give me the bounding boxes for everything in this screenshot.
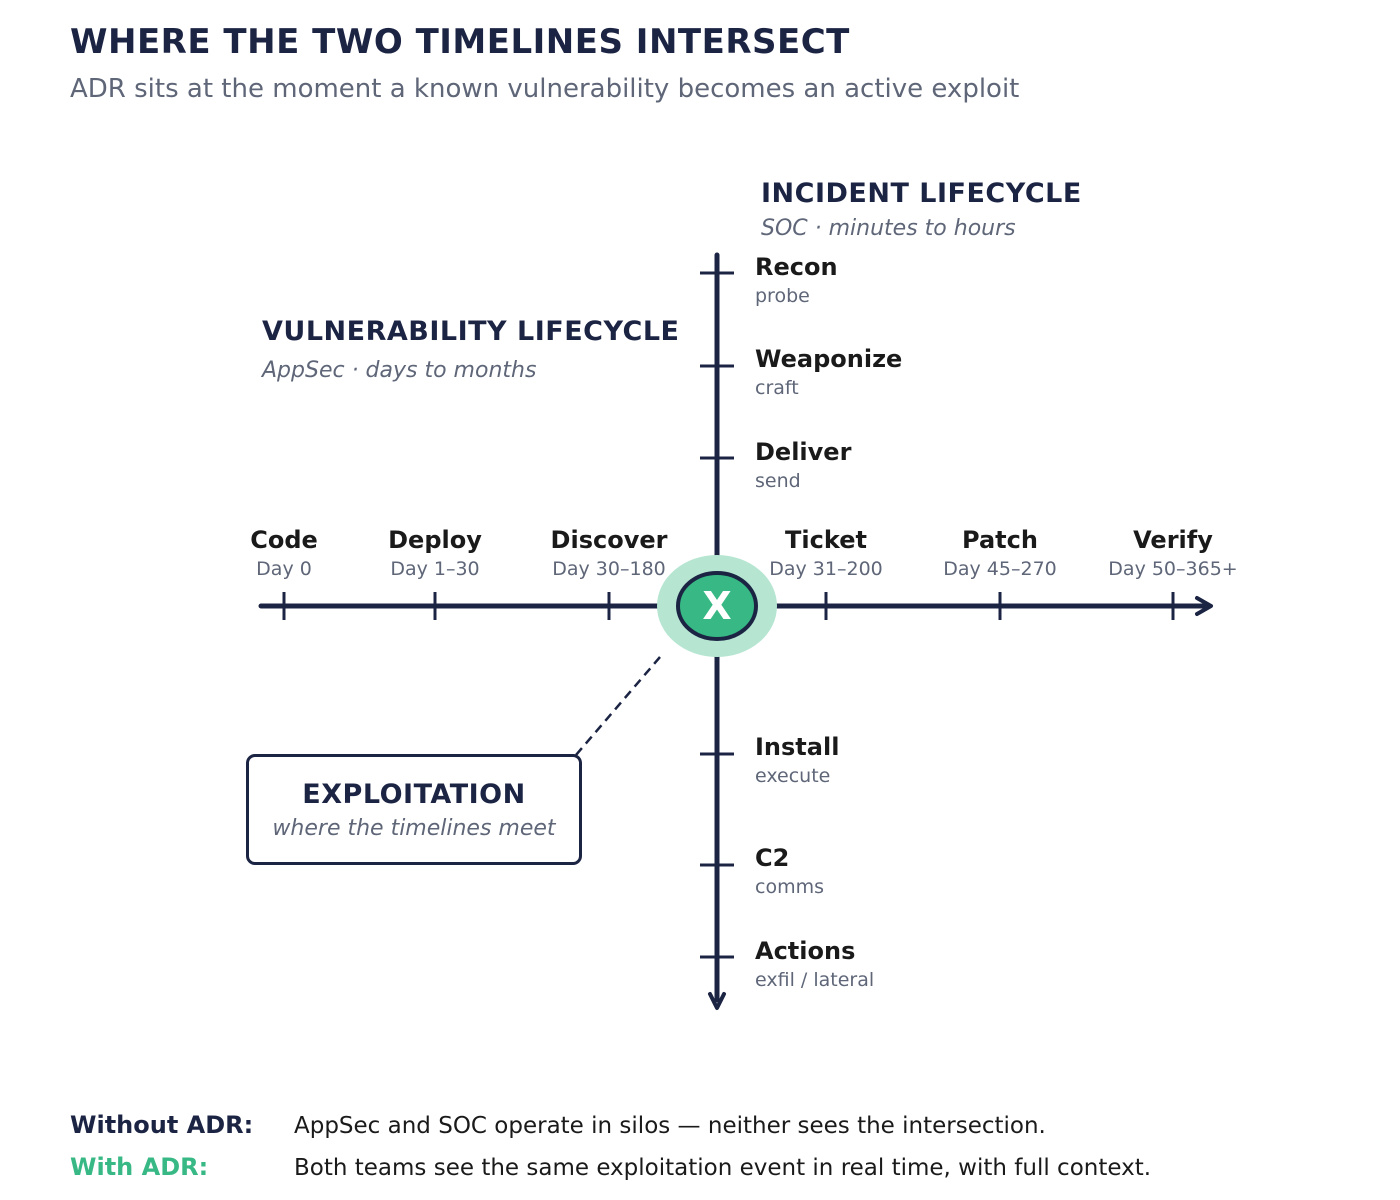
incident-stage-recon: Recon probe	[755, 253, 838, 307]
callout-title: EXPLOITATION	[302, 779, 526, 810]
stage-time: Day 1–30	[390, 558, 480, 580]
stage-desc: execute	[755, 765, 831, 787]
stage-label: Verify	[1133, 526, 1213, 554]
stage-label: Ticket	[785, 526, 867, 554]
incident-lifecycle-subtitle: SOC · minutes to hours	[761, 216, 1016, 241]
intersection-marker	[676, 571, 758, 641]
stage-desc: craft	[755, 377, 799, 399]
stage-label: Recon	[755, 253, 838, 281]
incident-stage-weaponize: Weaponize craft	[755, 345, 902, 399]
incident-stage-install: Install execute	[755, 733, 839, 787]
stage-desc: send	[755, 470, 801, 492]
stage-label: Weaponize	[755, 345, 903, 373]
stage-desc: comms	[755, 876, 824, 898]
vuln-stage-deploy: Deploy Day 1–30	[388, 526, 482, 580]
incident-stage-deliver: Deliver send	[755, 438, 851, 492]
stage-time: Day 45–270	[943, 558, 1057, 580]
stage-label: Patch	[962, 526, 1038, 554]
stage-time: Day 31–200	[769, 558, 883, 580]
stage-label: Code	[250, 526, 318, 554]
vulnerability-lifecycle-subtitle: AppSec · days to months	[262, 358, 537, 383]
callout-leader	[575, 656, 661, 756]
stage-label: Actions	[755, 937, 856, 965]
exploitation-callout: EXPLOITATION where the timelines meet	[246, 754, 582, 865]
page-title: WHERE THE TWO TIMELINES INTERSECT	[70, 22, 850, 62]
page-subtitle: ADR sits at the moment a known vulnerabi…	[70, 74, 1020, 104]
vuln-stage-patch: Patch Day 45–270	[943, 526, 1057, 580]
vuln-stage-code: Code Day 0	[250, 526, 318, 580]
incident-axis-arrow	[708, 992, 726, 1010]
without-adr-label: Without ADR:	[70, 1111, 254, 1139]
vulnerability-lifecycle-title: VULNERABILITY LIFECYCLE	[262, 316, 680, 347]
stage-time: Day 0	[256, 558, 312, 580]
incident-stage-actions: Actions exfil / lateral	[755, 937, 874, 991]
stage-label: Deploy	[388, 526, 482, 554]
without-adr-text: AppSec and SOC operate in silos — neithe…	[294, 1113, 1046, 1139]
stage-desc: exfil / lateral	[755, 969, 875, 991]
vulnerability-axis-arrow	[1195, 596, 1213, 616]
with-adr-label: With ADR:	[70, 1153, 209, 1181]
stage-desc: probe	[755, 285, 810, 307]
vuln-stage-ticket: Ticket Day 31–200	[769, 526, 883, 580]
incident-lifecycle-title: INCIDENT LIFECYCLE	[761, 178, 1082, 209]
with-adr-text: Both teams see the same exploitation eve…	[294, 1155, 1152, 1181]
stage-label: Install	[755, 733, 840, 761]
callout-subtitle: where the timelines meet	[272, 816, 556, 841]
intersection-x-label: X	[702, 584, 731, 628]
vuln-stage-verify: Verify Day 50–365+	[1108, 526, 1237, 580]
stage-label: Deliver	[755, 438, 852, 466]
stage-label: C2	[755, 844, 790, 872]
stage-label: Discover	[550, 526, 668, 554]
incident-stage-c2: C2 comms	[755, 844, 824, 898]
vuln-stage-discover: Discover Day 30–180	[551, 526, 668, 580]
stage-time: Day 50–365+	[1108, 558, 1238, 580]
stage-time: Day 30–180	[552, 558, 666, 580]
